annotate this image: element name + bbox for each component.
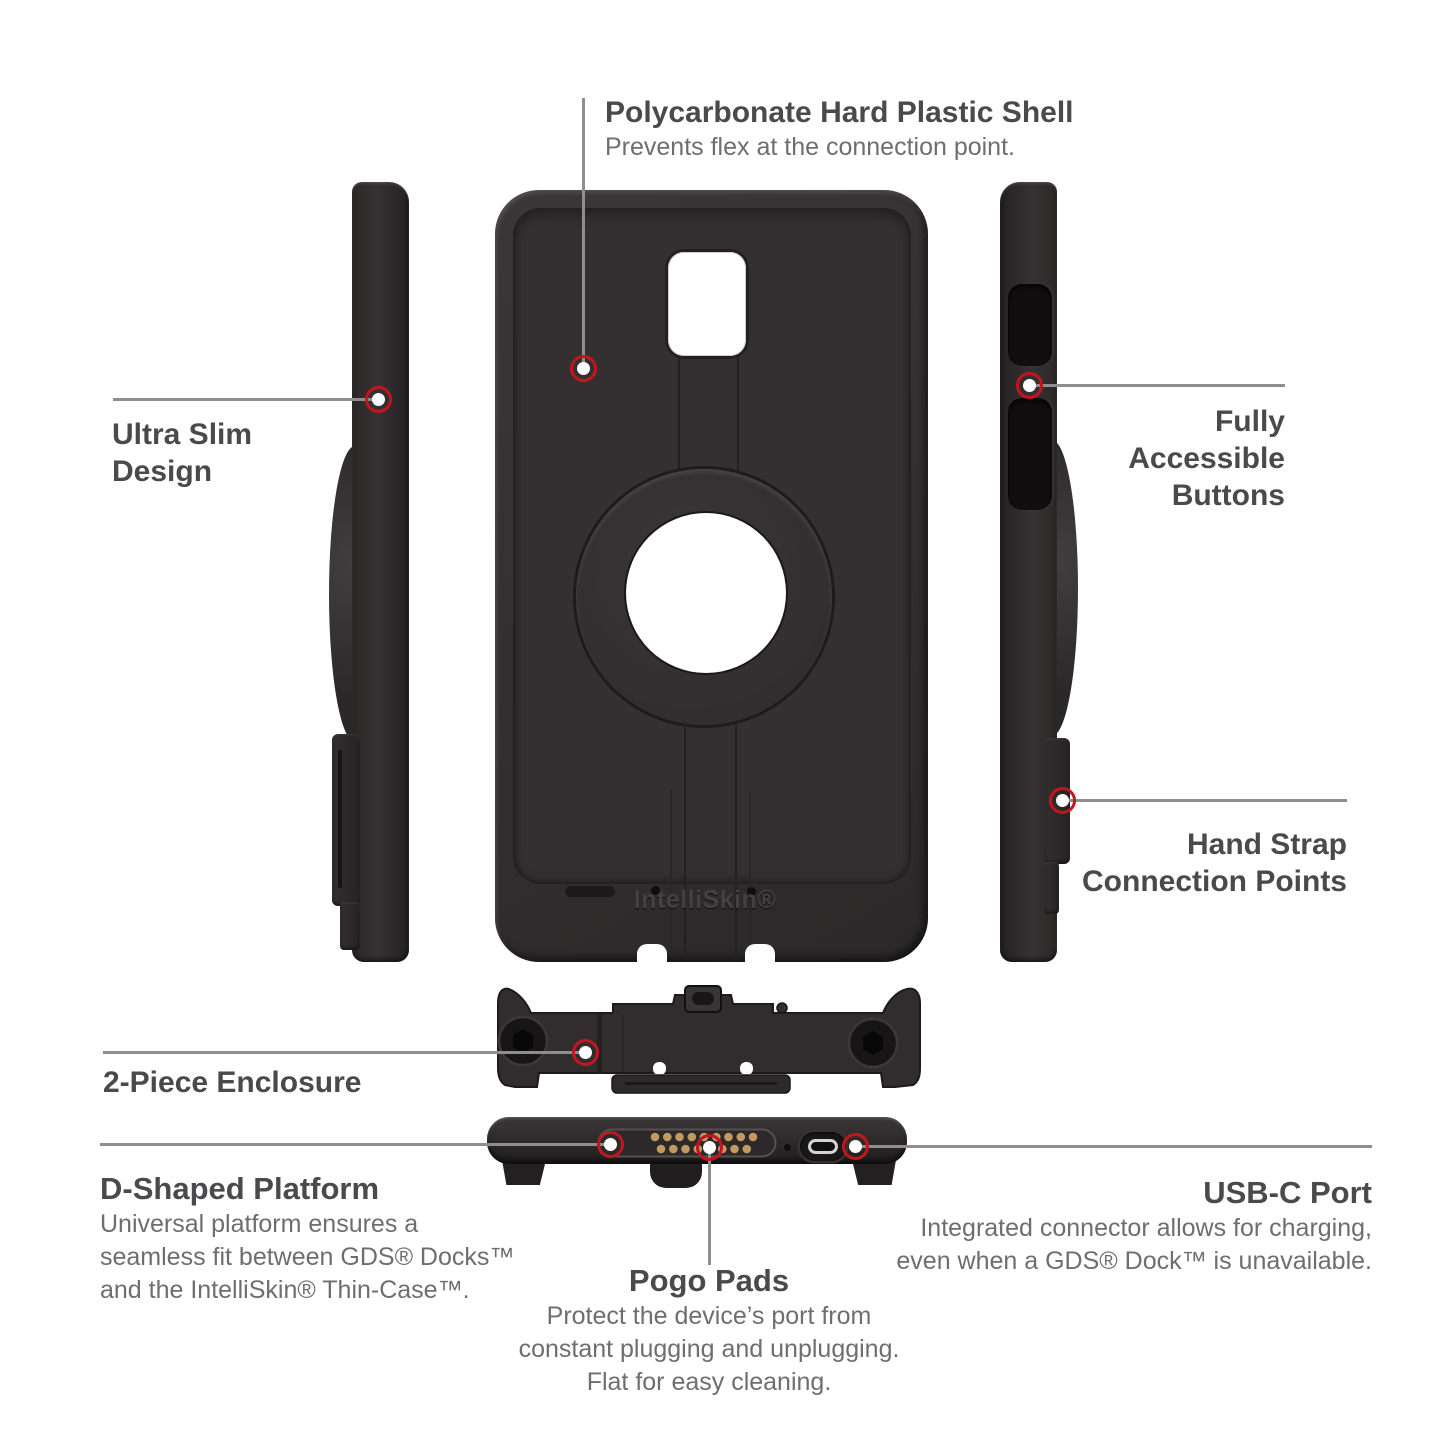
pogo-title: Pogo Pads: [628, 1263, 790, 1298]
callout-marker-enclosure: [572, 1039, 599, 1066]
camera-channel-right: [737, 352, 739, 474]
bottom-foot-left: [502, 1160, 546, 1185]
bottom-notch-right: [745, 944, 775, 964]
callout-marker-ultra-slim: [365, 386, 392, 413]
screw-dot-left: [651, 886, 660, 895]
callout-line-platform: [100, 1143, 610, 1146]
top-knob: [776, 1002, 788, 1014]
ultra-slim-line-1: Ultra Slim: [112, 418, 253, 451]
brand-text: IntelliSkin®: [633, 886, 777, 914]
callout-marker-buttons: [1016, 372, 1043, 399]
enclosure-title: 2-Piece Enclosure: [103, 1066, 362, 1099]
callout-marker-pogo: [696, 1134, 723, 1161]
enclosure-outline: [497, 987, 921, 1088]
lower-channel-right: [735, 722, 737, 956]
mic-hole: [784, 1144, 791, 1151]
camera-channel-left: [678, 352, 680, 474]
speaker-slot: [565, 886, 615, 897]
callout-usbc: USB-C Port Integrated connector allows f…: [896, 1174, 1372, 1278]
usbc-port-pill: [808, 1139, 838, 1154]
platform-body-1: Universal platform ensures a: [100, 1210, 419, 1238]
buttons-line-1: Fully: [1214, 405, 1285, 438]
lower-channel-outer-right: [749, 790, 751, 956]
enclosure-seam: [622, 1015, 624, 1072]
callout-line-buttons: [1029, 384, 1285, 387]
callout-hand-strap: Hand Strap Connection Points: [1082, 826, 1347, 900]
callout-marker-usbc: [842, 1133, 869, 1160]
usbc-title: USB-C Port: [1203, 1175, 1372, 1210]
cap-notch-left: [653, 1062, 666, 1075]
enclosure-ridge: [597, 1013, 602, 1073]
usbc-connector-pin: [692, 992, 714, 1005]
usbc-body-1: Integrated connector allows for charging…: [920, 1214, 1372, 1242]
screw-hex-left: [513, 1029, 533, 1053]
side-left-rail: [332, 734, 360, 906]
lower-channel-left: [684, 722, 686, 956]
platform-body-3: and the IntelliSkin® Thin-Case™.: [100, 1276, 470, 1304]
callout-line-enclosure: [103, 1051, 585, 1054]
screw-dot-right: [747, 887, 756, 896]
button-slot-bottom: [1008, 398, 1052, 510]
side-right-rail-step: [1044, 862, 1059, 914]
shell-body: Prevents flex at the connection point.: [605, 133, 1015, 161]
bottom-center-tab: [650, 1160, 702, 1188]
screw-hex-right: [863, 1031, 883, 1055]
enclosure-bottom-cap: [497, 985, 921, 1094]
buttons-line-3: Buttons: [1171, 479, 1285, 512]
pogo-body-2: constant plugging and unplugging.: [518, 1335, 900, 1363]
hand-strap-line-1: Hand Strap: [1186, 828, 1347, 861]
pogo-body-1: Protect the device’s port from: [546, 1302, 872, 1330]
ultra-slim-line-2: Design: [112, 455, 213, 488]
button-slot-top: [1008, 284, 1052, 366]
usbc-body-2: even when a GDS® Dock™ is unavailable.: [896, 1247, 1372, 1275]
callout-pogo: Pogo Pads Protect the device’s port from…: [459, 1262, 959, 1399]
bottom-foot-right: [852, 1160, 896, 1185]
buttons-line-2: Accessible: [1128, 442, 1285, 475]
cap-bottom-bar-slot: [625, 1082, 777, 1085]
callout-shell: Polycarbonate Hard Plastic Shell Prevent…: [605, 94, 1074, 164]
round-plate-hole: [626, 513, 786, 673]
lower-channel-outer-left: [670, 790, 672, 956]
shell-title: Polycarbonate Hard Plastic Shell: [605, 96, 1074, 129]
callout-line-hand-strap: [1062, 799, 1347, 802]
callout-buttons: Fully Accessible Buttons: [1128, 403, 1285, 514]
callout-line-usbc: [855, 1145, 1372, 1148]
hand-strap-line-2: Connection Points: [1082, 865, 1347, 898]
side-left-case: [352, 182, 409, 962]
callout-platform: D-Shaped Platform Universal platform ens…: [100, 1170, 514, 1307]
callout-line-ultra-slim: [113, 398, 378, 401]
bottom-notch-left: [637, 944, 667, 964]
platform-body-2: seamless fit between GDS® Docks™: [100, 1243, 515, 1271]
callout-line-pogo: [708, 1147, 711, 1265]
callout-ultra-slim: Ultra Slim Design: [112, 416, 252, 490]
callout-enclosure: 2-Piece Enclosure: [103, 1064, 361, 1101]
platform-title: D-Shaped Platform: [100, 1171, 380, 1206]
pogo-body-3: Flat for easy cleaning.: [586, 1368, 832, 1396]
callout-line-shell: [582, 98, 585, 368]
side-left-rail-slot: [338, 750, 342, 888]
cap-notch-right: [740, 1062, 753, 1075]
callout-marker-hand-strap: [1049, 787, 1076, 814]
side-left-rail-step: [340, 902, 360, 950]
pogo-plate: [597, 1128, 777, 1158]
callout-marker-platform: [597, 1131, 624, 1158]
callout-marker-shell: [570, 355, 597, 382]
camera-cutout: [668, 252, 746, 356]
